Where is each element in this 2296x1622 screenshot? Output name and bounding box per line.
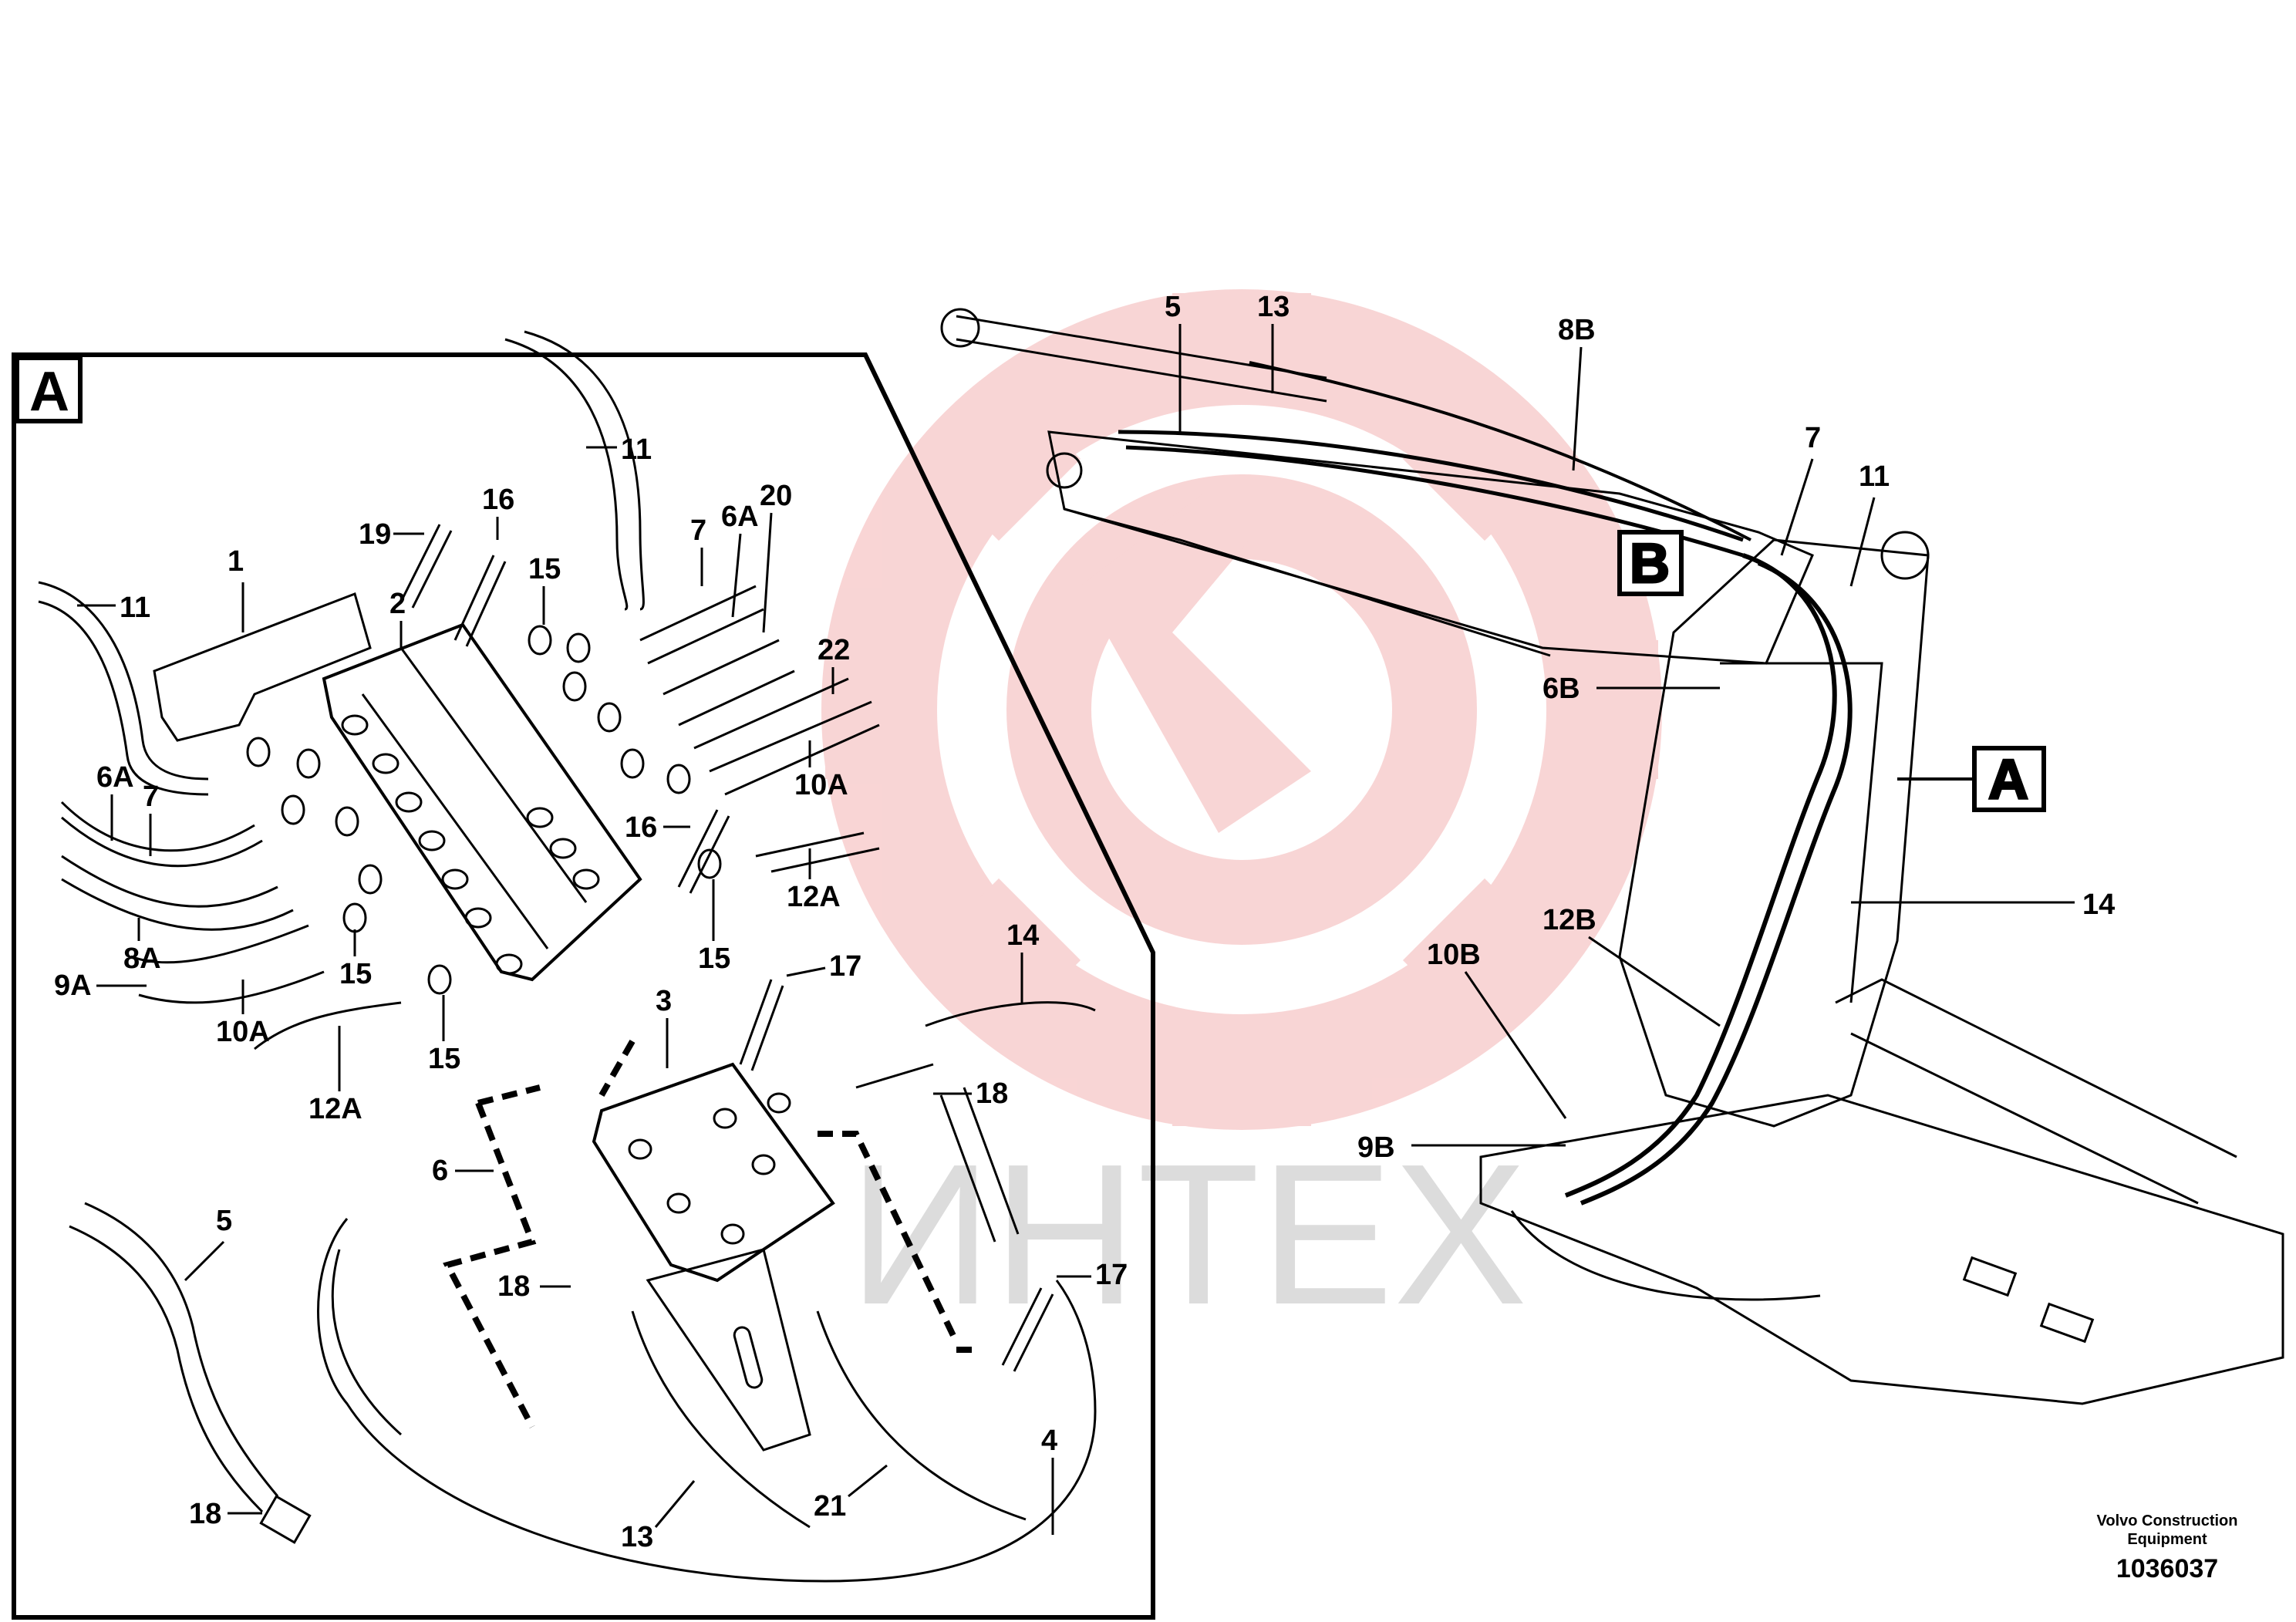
callout-22: 22 <box>818 634 850 666</box>
callout-15-low: 15 <box>428 1043 460 1075</box>
detail-a-label: A <box>29 361 69 423</box>
callout-main-13: 13 <box>1257 291 1290 323</box>
callouts-main: 5 13 8B 7 11 6B 14 12B 10B 9B <box>1165 291 2115 1164</box>
callout-9a: 9A <box>54 969 92 1002</box>
callout-6a-top: 6A <box>721 501 759 533</box>
callout-main-11: 11 <box>1859 460 1890 493</box>
callout-15-right: 15 <box>698 943 730 975</box>
callout-13: 13 <box>621 1521 653 1553</box>
watermark-gear-logo <box>821 289 1662 1130</box>
callout-5: 5 <box>216 1205 232 1237</box>
callout-main-8b: 8B <box>1558 314 1596 346</box>
callout-8a: 8A <box>123 943 161 975</box>
callout-17-top: 17 <box>829 950 861 983</box>
boom-drawing: B A <box>940 308 2284 1405</box>
callout-7-left: 7 <box>143 781 159 813</box>
callout-6: 6 <box>432 1155 448 1187</box>
callout-18-mid: 18 <box>497 1270 530 1303</box>
view-b-label: B <box>1630 533 1670 595</box>
view-a-label: A <box>1988 749 2028 811</box>
callout-main-5: 5 <box>1165 291 1181 323</box>
callout-main-6b: 6B <box>1542 673 1580 705</box>
company-line1: Volvo Construction <box>2097 1512 2238 1529</box>
callout-6a-left: 6A <box>96 761 134 794</box>
callout-main-10b: 10B <box>1427 939 1481 971</box>
callout-19: 19 <box>359 518 391 551</box>
callout-16-top: 16 <box>482 484 514 516</box>
callout-2: 2 <box>389 588 406 620</box>
doc-number: 1036037 <box>2116 1554 2218 1583</box>
callout-10a-left: 10A <box>216 1016 270 1048</box>
callout-4: 4 <box>1041 1425 1057 1457</box>
callout-18-right: 18 <box>976 1077 1008 1110</box>
detail-a-frame: A <box>12 352 1155 1620</box>
callout-11-top: 11 <box>621 433 652 466</box>
callout-16-mid: 16 <box>625 811 657 844</box>
callout-11-left: 11 <box>120 592 150 624</box>
callout-17-low: 17 <box>1095 1259 1128 1291</box>
callout-main-9b: 9B <box>1357 1131 1395 1164</box>
callouts-detail: 11 19 16 1 15 2 7 6A 20 11 22 6A 7 10A 1… <box>54 433 1128 1553</box>
callout-12a-left: 12A <box>308 1093 362 1125</box>
callout-1: 1 <box>228 545 244 578</box>
callout-7-top: 7 <box>690 514 706 547</box>
watermark-text: ИНТЕХ <box>848 1123 1527 1347</box>
callout-12a-right: 12A <box>787 881 841 913</box>
callout-15-top: 15 <box>528 553 561 585</box>
callout-main-14: 14 <box>2082 889 2115 921</box>
callout-main-7: 7 <box>1805 422 1821 454</box>
callout-21: 21 <box>814 1490 846 1523</box>
footer: Volvo Construction Equipment 1036037 <box>2097 1512 2238 1583</box>
callout-20: 20 <box>760 480 792 512</box>
callout-15-mid: 15 <box>339 958 372 990</box>
callout-3: 3 <box>656 985 672 1017</box>
company-line2: Equipment <box>2127 1531 2207 1548</box>
callout-14: 14 <box>1006 919 1039 952</box>
callout-main-12b: 12B <box>1542 904 1596 936</box>
callout-18-left: 18 <box>189 1498 221 1530</box>
detail-a-drawing <box>38 330 1097 1583</box>
callout-10a-right: 10A <box>794 769 848 801</box>
